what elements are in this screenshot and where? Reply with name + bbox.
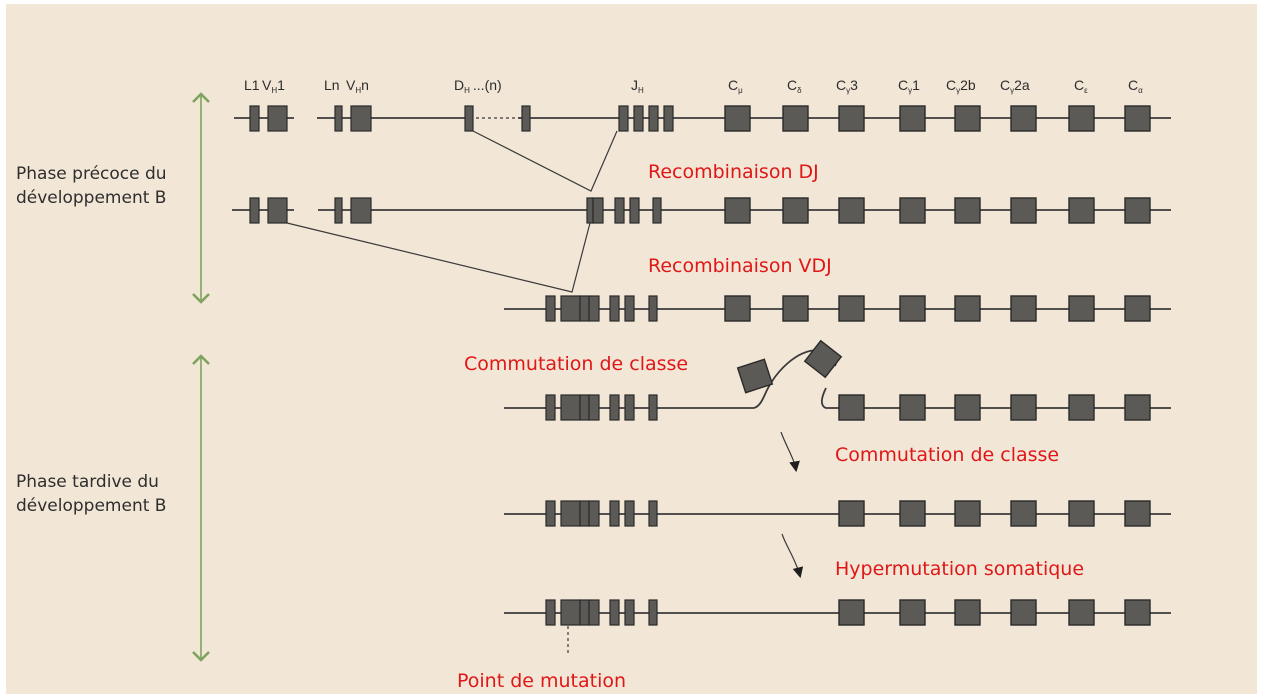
c-epsilon-segment xyxy=(1068,105,1095,132)
label-c-alpha: Cα xyxy=(1128,77,1143,95)
vhn-segment xyxy=(350,105,372,132)
early-phase-label: Phase précoce du développement B xyxy=(16,162,167,210)
label-c-gamma3: Cγ3 xyxy=(836,77,858,95)
dj-loop xyxy=(472,130,618,192)
label-l1: L1 xyxy=(244,77,260,93)
step-arrow-2 xyxy=(781,533,804,579)
c-gamma2b-segment xyxy=(954,105,981,132)
label-c-mu: Cμ xyxy=(728,77,743,95)
late-phase-line2: développement B xyxy=(16,496,167,516)
label-vh1: VH1 xyxy=(262,77,285,95)
recombination-diagram: L1 VH1 Ln VHn DH...(n) JH Cμ Cδ Cγ3 Cγ1 … xyxy=(192,77,1171,692)
excised-c-delta xyxy=(803,339,843,379)
c-mu-segment xyxy=(724,105,751,132)
class-switch-label-1: Commutation de classe xyxy=(464,353,688,375)
jh-segment-4 xyxy=(663,105,674,132)
label-c-gamma2b: Cγ2b xyxy=(946,77,976,95)
figure: Phase précoce du développement B Phase t… xyxy=(6,4,1257,694)
label-c-epsilon: Cε xyxy=(1074,77,1088,95)
hypermutated-locus xyxy=(504,599,1171,656)
dh-segment xyxy=(464,105,474,132)
gene-labels: L1 VH1 Ln VHn DH...(n) JH Cμ Cδ Cγ3 Cγ1 … xyxy=(244,77,1143,95)
label-dh: DH...(n) xyxy=(454,77,502,95)
c-gamma1-segment xyxy=(899,105,926,132)
class-switch-label-2: Commutation de classe xyxy=(835,444,1059,466)
label-c-gamma2a: Cγ2a xyxy=(1000,77,1030,95)
c-delta-segment xyxy=(782,105,809,132)
class-switch-locus xyxy=(504,339,1171,421)
mutation-point-label: Point de mutation xyxy=(457,670,626,692)
vdj-rearranged-locus xyxy=(504,295,1171,322)
late-phase-line1: Phase tardive du xyxy=(16,472,159,492)
switched-locus xyxy=(504,500,1171,527)
early-phase-line2: développement B xyxy=(16,188,167,208)
dj-rearranged-locus xyxy=(232,197,1171,224)
c-gamma3-segment xyxy=(838,105,865,132)
step-arrow-1 xyxy=(780,431,800,473)
label-jh: JH xyxy=(631,77,644,95)
germline-locus xyxy=(234,105,1171,132)
dj-recombination-label: Recombinaison DJ xyxy=(648,161,819,183)
vdj-recombination-label: Recombinaison VDJ xyxy=(648,255,832,277)
vdj-loop xyxy=(286,222,591,293)
dh-n-segment xyxy=(521,105,531,132)
label-vhn: VHn xyxy=(346,77,369,95)
early-phase-line1: Phase précoce du xyxy=(16,164,167,184)
hypermutation-label: Hypermutation somatique xyxy=(835,558,1084,580)
vh1-segment xyxy=(267,105,288,132)
l1-segment xyxy=(249,105,260,132)
label-c-gamma1: Cγ1 xyxy=(898,77,920,95)
late-phase-label: Phase tardive du développement B xyxy=(16,470,166,518)
label-ln: Ln xyxy=(324,77,340,93)
jh-segment-3 xyxy=(648,105,659,132)
c-gamma2a-segment xyxy=(1010,105,1037,132)
jh-segment-1 xyxy=(618,105,629,132)
c-alpha-segment xyxy=(1124,105,1151,132)
jh-segment-2 xyxy=(633,105,644,132)
excised-c-mu xyxy=(736,358,774,394)
d-in-dj xyxy=(586,197,594,224)
label-c-delta: Cδ xyxy=(787,77,802,95)
ln-segment xyxy=(334,105,343,132)
